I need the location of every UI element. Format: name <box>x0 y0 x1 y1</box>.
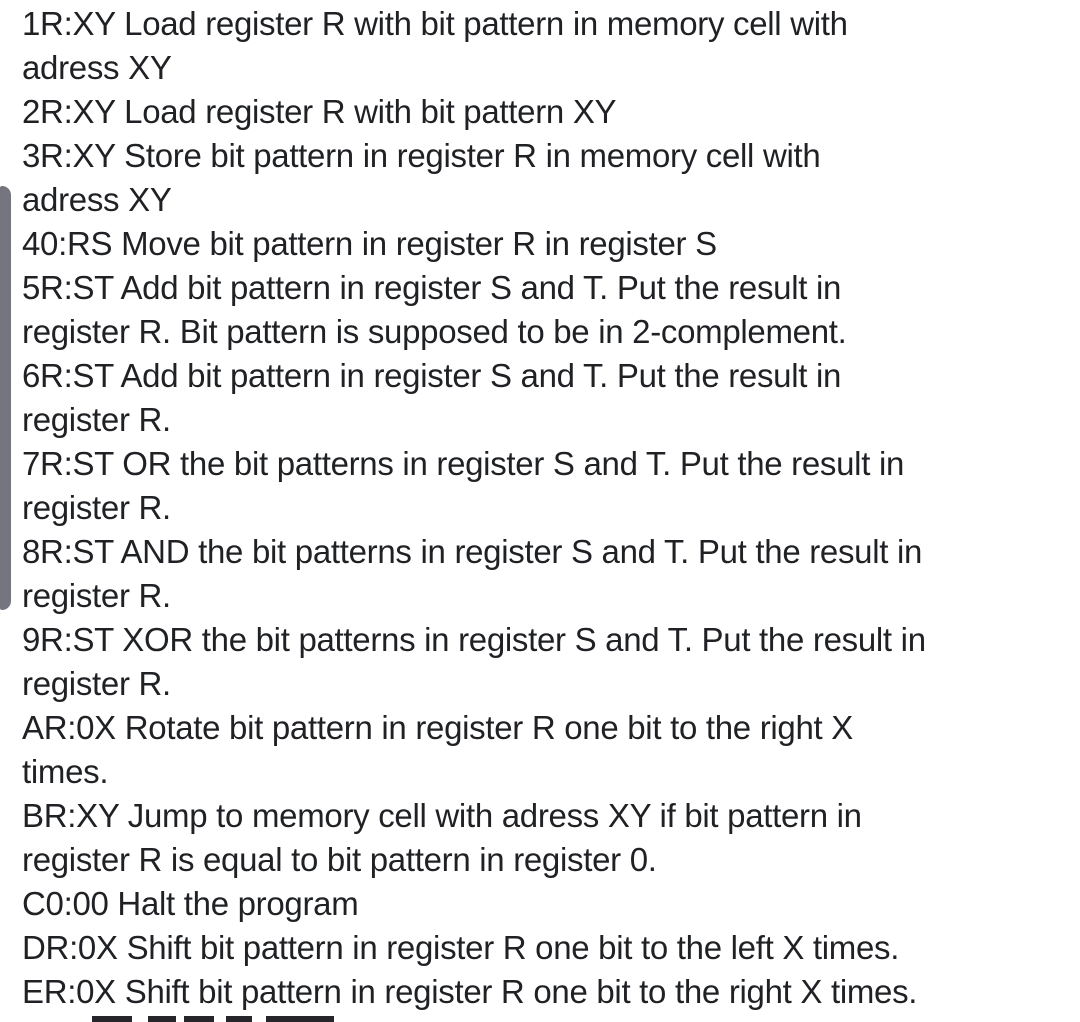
text-line: register R. <box>22 489 171 526</box>
text-line: AR:0X Rotate bit pattern in register R o… <box>22 709 853 746</box>
text-line: C0:00 Halt the program <box>22 885 359 922</box>
text-line: 2R:XY Load register R with bit pattern X… <box>22 93 617 130</box>
instruction-list-text: 1R:XY Load register R with bit pattern i… <box>22 2 1074 1014</box>
text-line: 3R:XY Store bit pattern in register R in… <box>22 137 821 174</box>
text-line: 9R:ST XOR the bit patterns in register S… <box>22 621 926 658</box>
text-line: register R is equal to bit pattern in re… <box>22 841 657 878</box>
text-line: 40:RS Move bit pattern in register R in … <box>22 225 717 262</box>
text-line: DR:0X Shift bit pattern in register R on… <box>22 929 900 966</box>
text-line: times. <box>22 753 109 790</box>
text-line: register R. <box>22 665 171 702</box>
text-line: BR:XY Jump to memory cell with adress XY… <box>22 797 862 834</box>
text-line: 1R:XY Load register R with bit pattern i… <box>22 5 848 42</box>
text-line: register R. Bit pattern is supposed to b… <box>22 313 847 350</box>
text-line: adress XY <box>22 49 172 86</box>
text-line: register R. <box>22 577 171 614</box>
scrollbar-thumb[interactable] <box>0 186 11 610</box>
text-line: 5R:ST Add bit pattern in register S and … <box>22 269 842 306</box>
text-line: adress XY <box>22 181 172 218</box>
text-line: register R. <box>22 401 171 438</box>
clipped-next-text-line <box>0 1016 1080 1022</box>
text-line: 8R:ST AND the bit patterns in register S… <box>22 533 923 570</box>
text-line: 7R:ST OR the bit patterns in register S … <box>22 445 905 482</box>
text-line: 6R:ST Add bit pattern in register S and … <box>22 357 842 394</box>
text-line: ER:0X Shift bit pattern in register R on… <box>22 973 918 1010</box>
